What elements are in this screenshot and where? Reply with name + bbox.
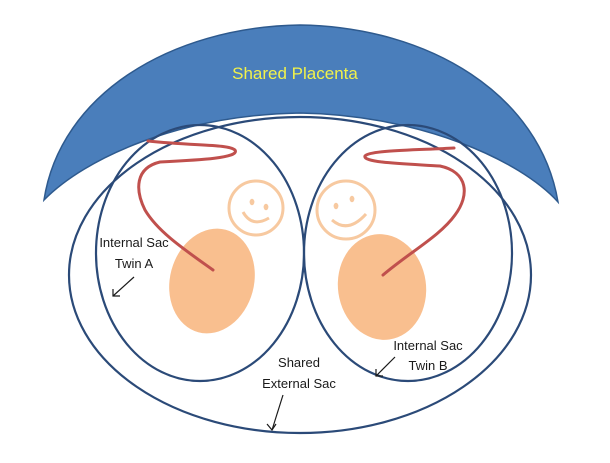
internal-sac-twin-b (302, 123, 514, 383)
twin-a-face-icon (227, 179, 285, 237)
arrow-icon-external-sac (266, 394, 284, 432)
placenta-label: Shared Placenta (232, 64, 358, 83)
sac-b-label-line1: Internal Sac (393, 338, 463, 353)
sac-a-label-line1: Internal Sac (99, 235, 169, 250)
sac-b-label-line2: Twin B (408, 358, 447, 373)
external-sac-label-line1: Shared (278, 355, 320, 370)
twin-b-face-icon (315, 179, 377, 241)
shared-placenta (42, 24, 560, 205)
sac-a-label-line2: Twin A (115, 256, 154, 271)
twin-a-body (169, 228, 255, 334)
external-sac-label-line2: External Sac (262, 376, 336, 391)
shared-external-sac (67, 115, 533, 435)
twin-a-umbilical-cord (137, 139, 237, 272)
arrow-icon-sac-b (375, 356, 396, 377)
twin-b-body (337, 234, 427, 340)
arrow-icon-sac-a (112, 276, 135, 297)
twin-b-umbilical-cord (363, 146, 466, 277)
